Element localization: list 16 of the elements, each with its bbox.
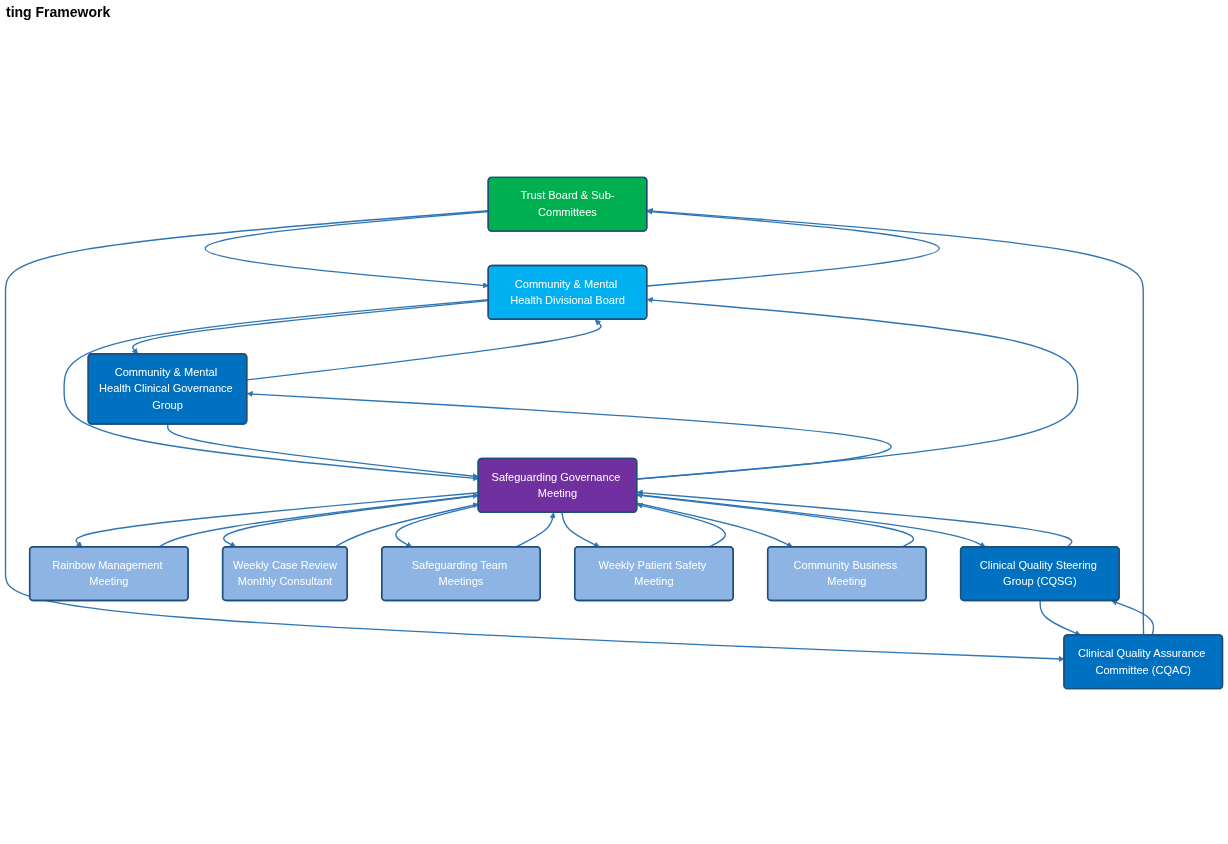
arrow <box>636 502 727 548</box>
arrow <box>246 391 892 480</box>
arrow <box>246 319 602 381</box>
arrow <box>646 208 1145 636</box>
diagram-title: ting Framework <box>6 4 111 20</box>
arrow <box>636 492 915 548</box>
arrow <box>636 493 986 548</box>
arrow <box>636 502 793 548</box>
arrow <box>158 492 479 548</box>
arrow <box>515 512 556 548</box>
arrow <box>1039 600 1081 636</box>
arrow <box>636 489 1073 548</box>
arrow <box>334 502 479 548</box>
arrow <box>561 511 600 548</box>
arrow <box>1111 599 1155 636</box>
arrow <box>167 423 479 480</box>
